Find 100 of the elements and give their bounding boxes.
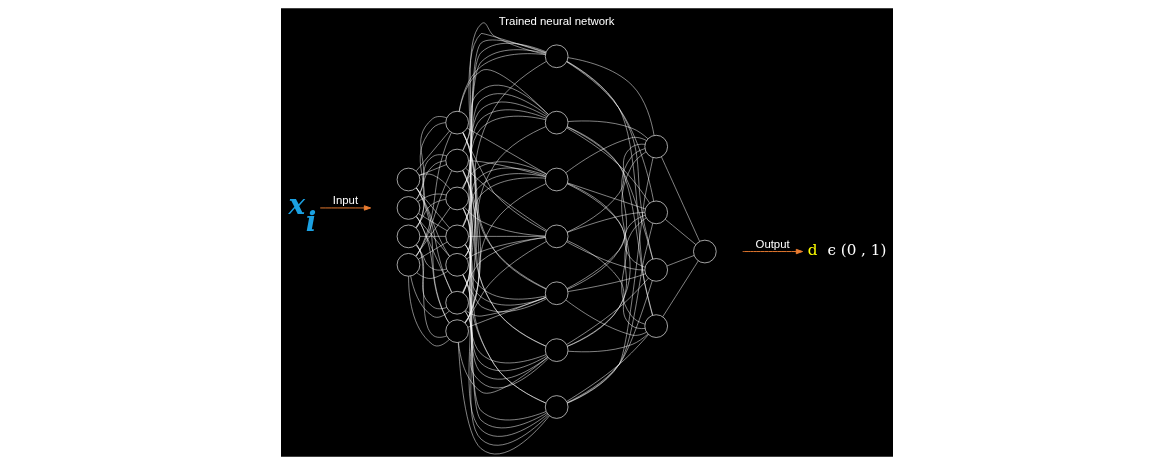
connector (415, 132, 452, 257)
node-circle (644, 314, 668, 338)
connector (461, 237, 545, 293)
node-circle (644, 258, 668, 282)
connector (566, 157, 653, 404)
connector (566, 215, 645, 289)
node-circle (444, 110, 469, 135)
connector (566, 127, 650, 204)
edge-label: Input (332, 194, 358, 207)
connector (566, 183, 645, 325)
connector (566, 240, 645, 329)
connector (417, 241, 447, 260)
connector (462, 49, 546, 294)
connector (462, 170, 546, 347)
connector (415, 244, 447, 271)
connector (418, 173, 451, 190)
label: Trained neural network (498, 14, 615, 27)
arrow (741, 248, 803, 255)
connector (464, 61, 546, 324)
connector (463, 241, 547, 323)
connector (458, 53, 546, 112)
node-circle (544, 44, 568, 68)
connector (462, 207, 546, 421)
connector (466, 127, 547, 175)
connector (567, 273, 646, 292)
connector (462, 274, 548, 380)
connector (464, 244, 547, 372)
connector (461, 161, 547, 189)
connector (415, 187, 449, 323)
node-circle (444, 224, 469, 249)
connector (566, 148, 645, 290)
connector (415, 187, 450, 257)
node-circle (396, 196, 420, 220)
connector (565, 277, 649, 345)
connector (407, 276, 449, 347)
connector (457, 342, 550, 455)
connector (466, 237, 546, 259)
connector (566, 126, 653, 316)
connector (566, 217, 646, 347)
connector (467, 160, 546, 177)
node-circle (444, 253, 469, 277)
node-circle (396, 253, 420, 277)
connector (415, 116, 447, 200)
connector (415, 122, 446, 229)
connector (566, 61, 653, 260)
connector (464, 244, 546, 306)
node-circle (544, 224, 568, 249)
node-circle (444, 319, 469, 343)
connector (464, 311, 549, 389)
node-circle (544, 167, 568, 192)
node-circle (644, 200, 668, 225)
connector (462, 22, 546, 151)
connector (462, 207, 546, 364)
connector (464, 183, 546, 323)
connector (418, 164, 447, 176)
connector (464, 310, 549, 446)
connector (457, 342, 548, 394)
node-circle (444, 148, 469, 173)
connector (409, 275, 449, 318)
connector (566, 143, 645, 233)
connector (566, 182, 645, 210)
connector (566, 61, 654, 202)
connector (415, 216, 449, 323)
connector (417, 193, 446, 202)
connector (462, 101, 547, 227)
node-circle (444, 186, 469, 211)
connector (415, 244, 447, 310)
connector (415, 216, 450, 257)
connector (566, 280, 653, 403)
connector (462, 208, 546, 300)
connector (415, 154, 447, 200)
connector (415, 160, 446, 229)
connector (462, 33, 546, 189)
node-circle (396, 167, 420, 192)
node-text: d ϵ (0 , 1) (807, 240, 886, 259)
edge-label: Output (755, 238, 790, 251)
node-circle (644, 134, 668, 159)
connector (462, 274, 548, 437)
connector (414, 207, 450, 257)
connector (565, 334, 649, 402)
connector (464, 109, 546, 257)
connector (464, 244, 547, 429)
connector (464, 126, 546, 323)
connector (566, 183, 645, 268)
connector (417, 213, 447, 232)
arrow (319, 205, 371, 211)
node-circle (544, 110, 568, 135)
connector (566, 151, 646, 347)
connector (566, 61, 653, 316)
connector (416, 271, 448, 279)
connector (461, 84, 549, 151)
connector (462, 93, 548, 189)
connector (463, 207, 545, 237)
connector (566, 241, 645, 271)
node-circle (692, 239, 717, 264)
connector (566, 212, 645, 233)
connector (565, 299, 647, 336)
node-circle (544, 281, 568, 305)
connector (464, 173, 546, 257)
connector (461, 132, 546, 232)
